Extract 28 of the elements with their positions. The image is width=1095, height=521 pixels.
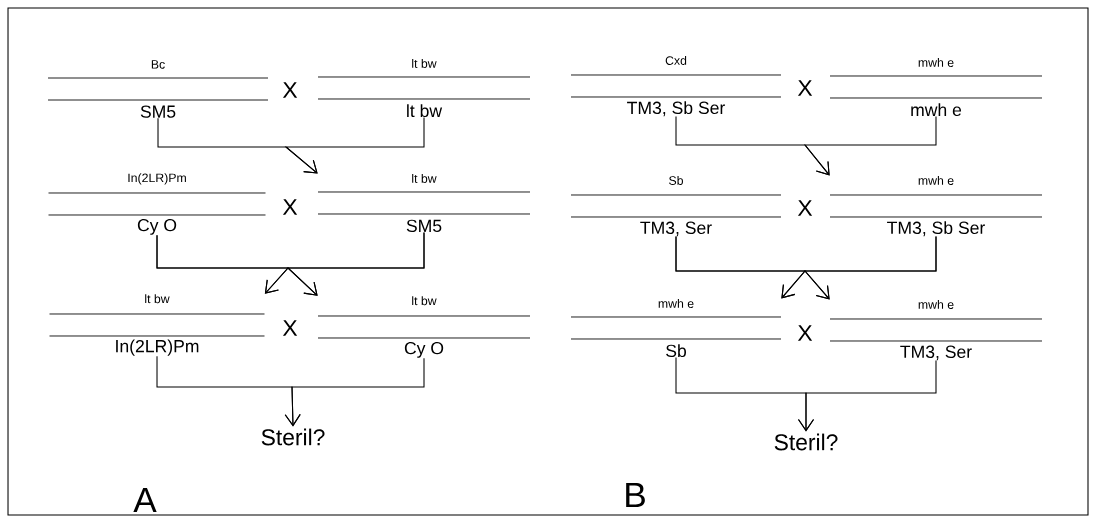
panel-letter: B: [626, 482, 645, 508]
chromosome-pair: mwh e TM3, Ser: [829, 299, 1043, 361]
cross-sign: X: [797, 200, 813, 216]
cross-sign: X: [282, 320, 298, 336]
chromosome-pair: In(2LR)Pm Cy O: [48, 173, 266, 235]
panel-letter: A: [133, 487, 157, 513]
chromosome-pair: lt bw SM5: [317, 173, 531, 233]
cross-sign: X: [797, 325, 813, 341]
chromosome-pair: Cxd TM3, Sb Ser: [570, 55, 782, 117]
chromosome-pair: mwh e mwh e: [829, 57, 1043, 117]
chromosome-pair: lt bw In(2LR)Pm: [49, 294, 265, 356]
arrow: [803, 235, 937, 300]
chromosome-pair: Bc SM5: [47, 60, 269, 118]
chromosome-pair: lt bw Cy O: [317, 296, 531, 358]
arrow: [284, 357, 425, 427]
chromosome-pair: Sb TM3, Ser: [570, 175, 782, 237]
result-text: Steril?: [261, 428, 325, 446]
cross-sign: X: [282, 82, 298, 98]
arrow: [803, 115, 937, 176]
arrow: [797, 359, 937, 432]
arrow: [284, 116, 425, 174]
cross-sign: X: [797, 80, 813, 96]
cross-sign: X: [282, 199, 298, 215]
result-text: Steril?: [774, 433, 838, 451]
arrow: [286, 231, 425, 296]
chromosome-pair: mwh e Sb: [570, 298, 782, 358]
chromosome-pair: mwh e TM3, Sb Ser: [829, 175, 1043, 237]
chromosome-pair: lt bw lt bw: [317, 58, 531, 118]
